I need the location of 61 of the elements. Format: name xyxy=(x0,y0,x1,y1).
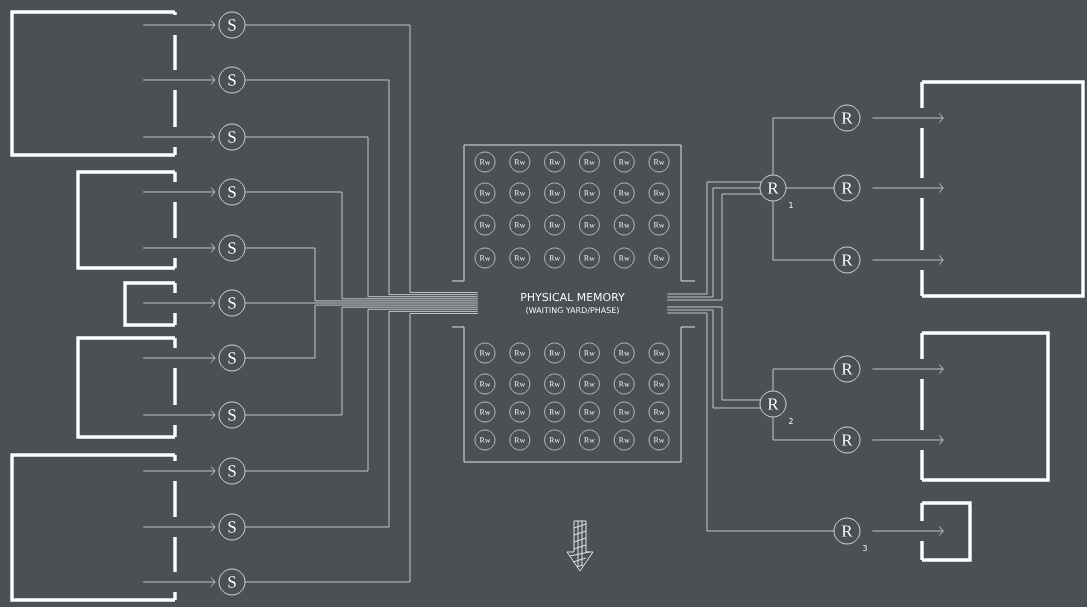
open-box xyxy=(10,10,177,157)
connector-line xyxy=(245,304,479,359)
open-box xyxy=(10,453,177,602)
circle-node: S xyxy=(218,178,246,206)
connector-line xyxy=(245,302,479,304)
open-box xyxy=(920,331,1050,482)
arrow xyxy=(142,132,216,142)
open-box xyxy=(76,336,177,439)
circle-node: R xyxy=(833,246,861,274)
circle-node: S xyxy=(218,513,246,541)
arrow xyxy=(142,20,216,30)
arrow xyxy=(142,243,216,253)
arrow xyxy=(872,364,944,374)
arrow xyxy=(142,75,216,85)
connector-line xyxy=(245,136,479,298)
circle-node: R xyxy=(833,426,861,454)
connector-line xyxy=(245,24,479,293)
circle-node: S xyxy=(218,11,246,39)
connector-line xyxy=(786,187,834,189)
arrow xyxy=(142,466,216,476)
circle-node: R xyxy=(759,174,787,202)
arrow xyxy=(142,577,216,587)
connector-line xyxy=(245,313,479,583)
connector-line xyxy=(245,308,479,472)
connector-line xyxy=(245,306,479,416)
circle-node: S xyxy=(218,123,246,151)
connector-line xyxy=(772,368,834,391)
circle-node: S xyxy=(218,457,246,485)
arrow xyxy=(872,435,944,445)
open-box xyxy=(920,80,1085,298)
arrow xyxy=(872,255,944,265)
circle-node: S xyxy=(218,344,246,372)
circle-node: S xyxy=(218,234,246,262)
connector-line xyxy=(245,79,479,295)
arrow xyxy=(142,298,216,308)
circle-node: R xyxy=(759,390,787,418)
circle-node: R xyxy=(833,517,861,545)
circle-node: R xyxy=(833,355,861,383)
arrow xyxy=(142,410,216,420)
connector-line xyxy=(666,312,835,532)
connector-line xyxy=(772,117,834,175)
arrow xyxy=(142,522,216,532)
arrow xyxy=(872,183,944,193)
arrow xyxy=(142,353,216,363)
circle-node: R xyxy=(833,174,861,202)
open-box xyxy=(123,281,177,327)
connector-line xyxy=(245,191,479,300)
connector-line xyxy=(245,311,479,528)
circle-node: S xyxy=(218,289,246,317)
open-box xyxy=(76,170,177,270)
connector-line xyxy=(772,417,834,441)
connector-line xyxy=(245,247,479,302)
circle-node: S xyxy=(218,568,246,596)
connector-line xyxy=(772,201,834,261)
open-box xyxy=(920,501,972,562)
circle-node: R xyxy=(833,104,861,132)
circle-node: S xyxy=(218,401,246,429)
arrow xyxy=(872,113,944,123)
arrow xyxy=(142,187,216,197)
arrow xyxy=(872,526,944,536)
circle-node: S xyxy=(218,66,246,94)
